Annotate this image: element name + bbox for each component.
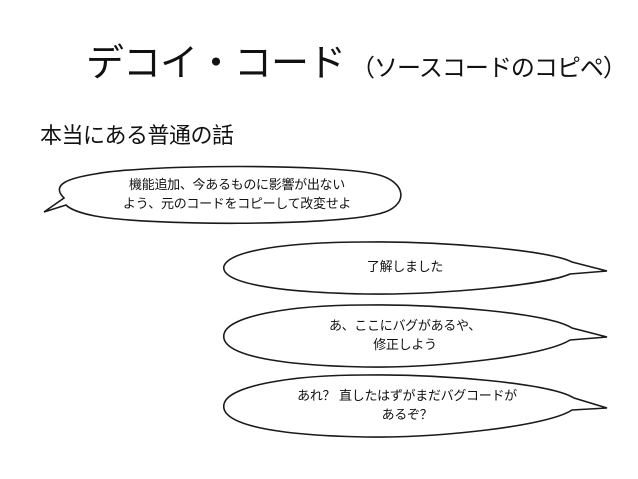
slide-title: デコイ・コード（ソースコードのコピペ） (86, 41, 627, 85)
speech-bubble-shape (223, 304, 608, 368)
speech-bubble-shape (223, 241, 608, 295)
slide-subtitle: 本当にある普通の話 (40, 124, 234, 149)
speech-bubble-text: あ、ここにバグがあるや、 修正しよう (328, 319, 481, 353)
speech-bubble-shape (223, 374, 608, 438)
speech-bubble-text: 機能追加、今あるものに影響が出ない よう、元のコードをコピーして改変せよ (122, 178, 352, 212)
title-note: （ソースコードのコピペ） (351, 54, 627, 82)
speech-bubble-text: 了解しました (366, 260, 444, 275)
speech-bubble-text: あれ？ 直したはずがまだバグコードが あるぞ？ (297, 389, 517, 423)
title-main: デコイ・コード (86, 41, 346, 85)
speech-bubble-shape (43, 165, 402, 225)
